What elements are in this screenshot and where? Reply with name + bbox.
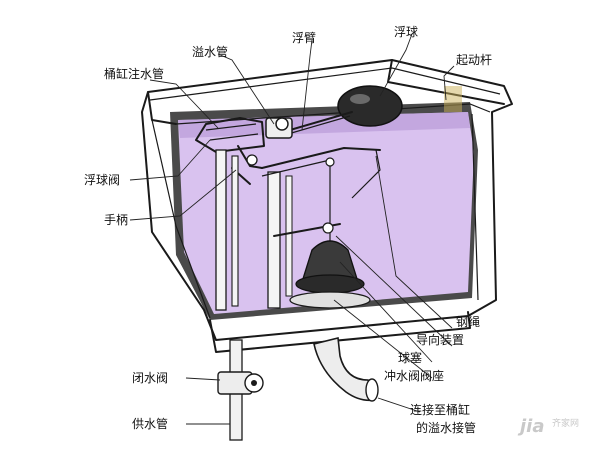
labels: 溢水管 浮臂 浮球 起动杆 桶缸注水管 浮球阀 手柄 钢绳 导向装置 球塞 冲水… bbox=[84, 25, 492, 435]
label-overflow-pipe: 溢水管 bbox=[192, 44, 228, 59]
leader-lines bbox=[129, 33, 455, 425]
label-supply-pipe: 供水管 bbox=[132, 416, 168, 431]
trip-lever-embossed bbox=[444, 86, 462, 112]
watermark-brand: jia bbox=[517, 416, 545, 437]
label-trip-lever: 起动杆 bbox=[456, 53, 492, 67]
label-overflow-connect-line1: 连接至桶缸 bbox=[410, 402, 470, 417]
float-ball-shape bbox=[337, 85, 403, 127]
watermark: jia 齐家网 bbox=[517, 416, 579, 437]
label-flush-valve-seat: 冲水阀阀座 bbox=[384, 368, 444, 383]
pipes bbox=[215, 147, 381, 311]
label-handle: 手柄 bbox=[104, 213, 128, 227]
float-assembly bbox=[265, 85, 403, 139]
label-shutoff-valve: 闭水阀 bbox=[132, 371, 168, 385]
label-float-arm: 浮臂 bbox=[292, 31, 316, 45]
label-float-ball: 浮球 bbox=[394, 25, 418, 39]
label-float-valve: 浮球阀 bbox=[84, 173, 120, 187]
overflow-outlet bbox=[313, 337, 379, 402]
label-guide: 导向装置 bbox=[416, 332, 464, 347]
supply-line bbox=[217, 339, 264, 441]
label-bowl-refill-tube: 桶缸注水管 bbox=[104, 66, 164, 81]
label-ball-plug: 球塞 bbox=[398, 350, 422, 365]
flush-valve bbox=[289, 240, 371, 309]
watermark-cn: 齐家网 bbox=[552, 417, 579, 429]
label-lift-wire: 钢绳 bbox=[456, 315, 480, 329]
label-overflow-connect-line2: 的溢水接管 bbox=[416, 420, 476, 435]
